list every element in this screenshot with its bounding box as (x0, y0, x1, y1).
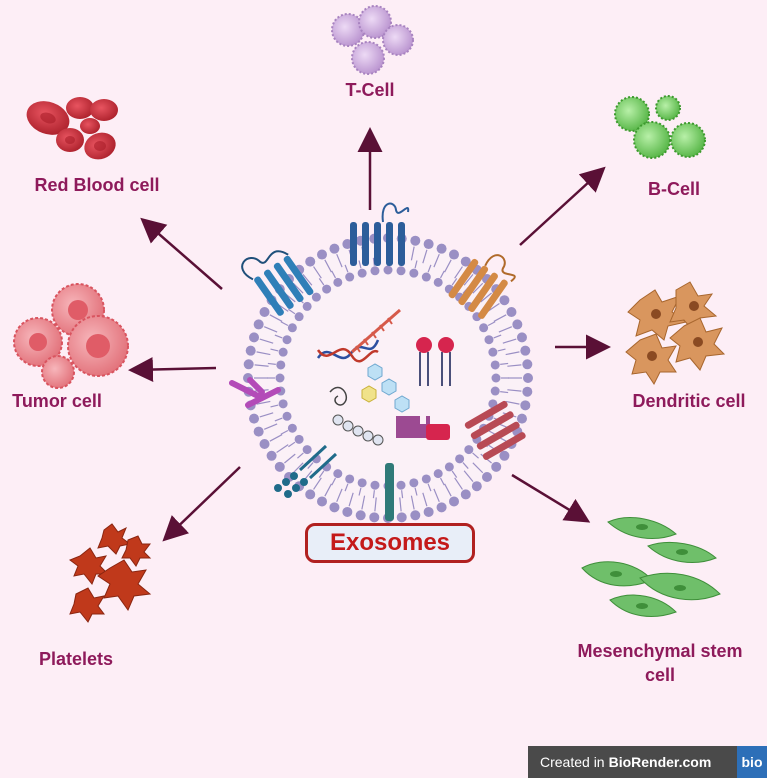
membrane-anchor (385, 463, 394, 521)
credit-brand: BioRender.com (608, 754, 712, 770)
exosomes-label-box: Exosomes (305, 523, 475, 563)
dna-icon (316, 339, 380, 363)
enzyme-icon (396, 416, 450, 440)
label-t-cell: T-Cell (345, 80, 395, 100)
msc-icon (581, 517, 721, 617)
receptor-blue-top (350, 202, 410, 266)
exosome (229, 202, 533, 523)
arrow-to-b-cell (519, 166, 606, 246)
label-b-cell: B-Cell (647, 179, 701, 199)
arrow-to-platelets (162, 466, 241, 542)
rna-icon (351, 308, 401, 354)
arrows (128, 127, 611, 542)
rbc-icon (26, 97, 118, 160)
lipid-pair-icon (416, 337, 454, 386)
platelets-icon (68, 523, 152, 623)
b-cell-icon (614, 95, 706, 159)
antibody (229, 377, 281, 408)
exosomes-label: Exosomes (329, 529, 451, 556)
arrow-to-msc (511, 473, 591, 523)
receptor-red (464, 400, 526, 460)
outer-lipid-layer (243, 233, 533, 523)
label-platelets: Platelets (38, 649, 114, 669)
biorender-credit: Created in BioRender.com bio (528, 746, 767, 778)
label-msc-line1: Mesenchymal stem (577, 641, 743, 661)
dendritic-cell-icon (625, 281, 726, 385)
protein-chain-icon (329, 386, 384, 446)
label-dendritic-cell: Dendritic cell (632, 391, 746, 411)
receptor-orange (448, 254, 516, 319)
tumor-cell-icon (13, 283, 129, 389)
tetraspanin (274, 444, 338, 498)
label-red-blood-cell: Red Blood cell (34, 175, 160, 195)
arrow-to-tumor (128, 357, 217, 383)
t-cell-icon (331, 5, 414, 75)
label-tumor-cell: Tumor cell (12, 391, 102, 411)
biorender-logo-icon: bio (737, 746, 767, 778)
metabolite-icon (361, 363, 410, 413)
receptor-blue-left (241, 250, 314, 316)
label-msc-line2: cell (644, 665, 676, 685)
credit-prefix: Created in (540, 754, 605, 770)
arrow-to-rbc (140, 217, 223, 290)
